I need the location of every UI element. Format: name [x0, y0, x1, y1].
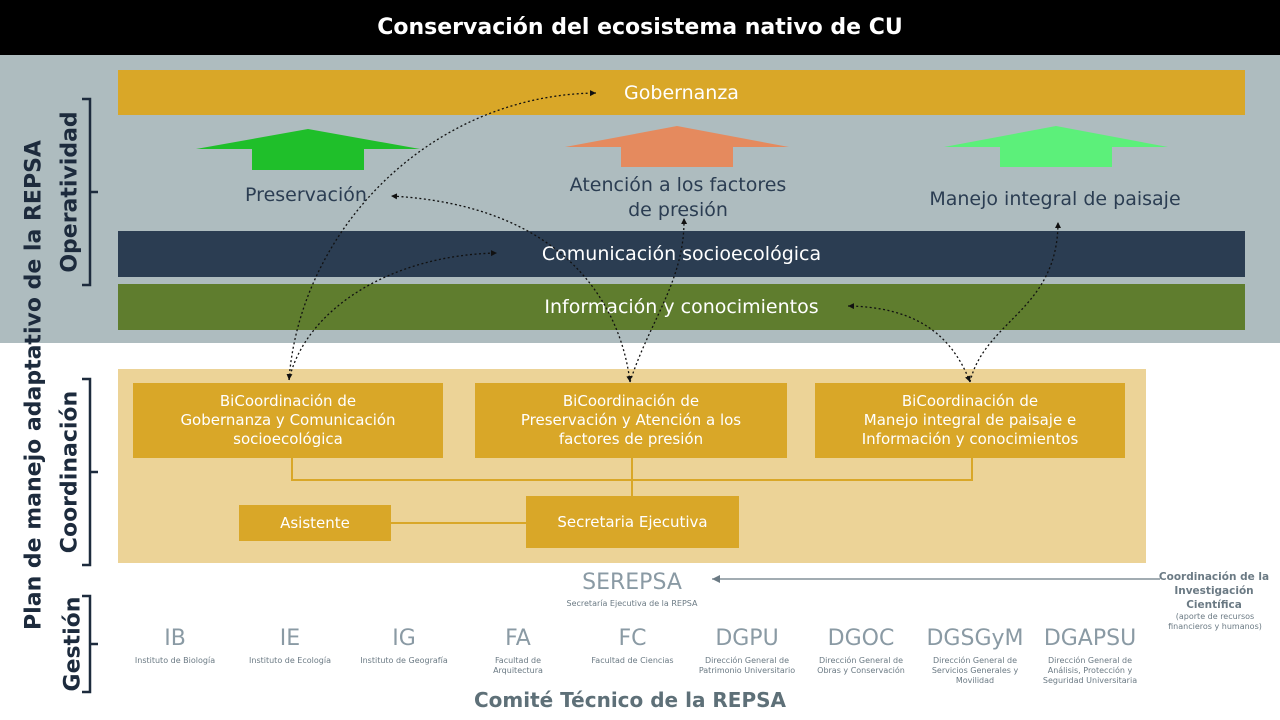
serepsa-abbr: SEREPSA	[582, 570, 682, 595]
box-line: Preservación y Atención a los	[520, 411, 742, 429]
unit-dgoc-desc: Dirección General de Obras y Conservació…	[817, 656, 905, 675]
coordinacion-bracket	[82, 377, 98, 567]
unit-fc-abbr: FC	[618, 626, 647, 651]
unit-ie-desc: Instituto de Ecología	[249, 656, 331, 665]
unit-dgpu-abbr: DGPU	[715, 626, 779, 651]
unit-fa-abbr: FA	[505, 626, 531, 651]
asistente-box: Asistente	[239, 505, 391, 541]
box-line: Manejo integral de paisaje e	[863, 411, 1077, 429]
unit-fc-desc: Facultad de Ciencias	[591, 656, 674, 665]
unit-ig-abbr: IG	[392, 626, 416, 651]
box-line: Gobernanza y Comunicación	[180, 411, 396, 429]
secretaria-ejecutiva-box: Secretaria Ejecutiva	[526, 496, 739, 548]
unit-fa-desc: Facultad de Arquitectura	[493, 656, 543, 675]
bicoordinacion-gobernanza-box: BiCoordinación de Gobernanza y Comunicac…	[133, 383, 443, 458]
preservacion-label: Preservación	[245, 184, 367, 206]
box-line: BiCoordinación de	[562, 392, 700, 410]
coordinacion-label: Coordinación	[57, 390, 83, 554]
informacion-band: Información y conocimientos	[118, 284, 1245, 330]
box-line: socioecológica	[233, 430, 343, 448]
unit-dgoc-abbr: DGOC	[827, 626, 895, 651]
unit-dgapsu-abbr: DGAPSU	[1043, 626, 1137, 651]
comunicacion-band: Comunicación socioecológica	[118, 231, 1245, 277]
gestion-label: Gestión	[60, 596, 86, 692]
box-line: BiCoordinación de	[219, 392, 357, 410]
unit-ib-desc: Instituto de Biología	[134, 656, 216, 665]
unit-dgpu-desc: Dirección General de Patrimonio Universi…	[698, 656, 796, 675]
unit-ib-abbr: IB	[164, 626, 186, 651]
box-line: factores de presión	[558, 430, 704, 448]
unit-ie-abbr: IE	[279, 626, 301, 651]
serepsa-desc: Secretaría Ejecutiva de la REPSA	[566, 599, 698, 608]
atencion-label-line2: de presión	[628, 199, 728, 221]
box-line: Información y conocimientos	[861, 430, 1079, 448]
box-line: BiCoordinación de	[901, 392, 1039, 410]
plan-manejo-label: Plan de manejo adaptativo de la REPSA	[21, 140, 47, 630]
bicoordinacion-manejo-box: BiCoordinación de Manejo integral de pai…	[815, 383, 1125, 458]
unit-dgsgym-abbr: DGSGyM	[926, 626, 1024, 651]
atencion-label: Atención a los factores de presión	[548, 173, 808, 223]
atencion-label-line1: Atención a los factores	[569, 174, 787, 196]
comite-tecnico-label: Comité Técnico de la REPSA	[473, 688, 787, 712]
cic-title: Coordinación de la Investigación Científ…	[1158, 571, 1270, 611]
unit-dgsgym-desc: Dirección General de Servicios Generales…	[931, 656, 1019, 685]
gobernanza-band: Gobernanza	[118, 70, 1245, 115]
unit-dgapsu-desc: Dirección General de Análisis, Protecció…	[1042, 656, 1138, 685]
page-title: Conservación del ecosistema nativo de CU	[0, 0, 1280, 55]
unit-ig-desc: Instituto de Geografía	[360, 656, 448, 665]
bicoordinacion-preservacion-box: BiCoordinación de Preservación y Atenció…	[475, 383, 787, 458]
cic-subtitle: (aporte de recursos financieros y humano…	[1168, 612, 1262, 631]
operatividad-label: Operatividad	[57, 111, 83, 273]
manejo-label: Manejo integral de paisaje	[929, 188, 1181, 210]
